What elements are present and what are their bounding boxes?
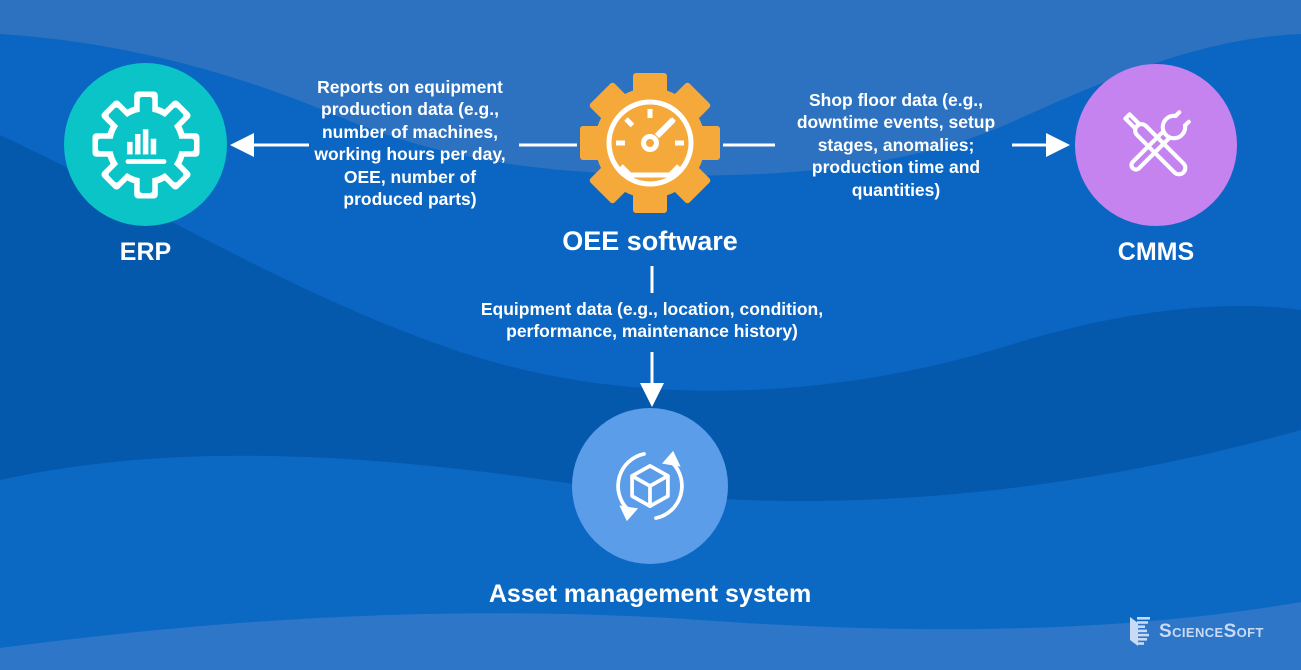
brand-logo: ScienceSoft <box>1128 616 1264 647</box>
erp-circle <box>64 63 227 226</box>
edge-label-oee-to-erp: Reports on equipment production data (e.… <box>314 77 506 209</box>
node-asset: Asset management system <box>450 408 850 609</box>
sciencesoft-logo-icon <box>1130 617 1150 646</box>
cmms-circle <box>1075 64 1237 226</box>
gear-analytics-icon <box>92 91 199 198</box>
cmms-label: CMMS <box>1117 238 1195 266</box>
cube-sync-icon <box>616 450 684 522</box>
oee-label: OEE software <box>562 226 738 256</box>
edge-label-oee-to-cmms: Shop floor data (e.g., downtime events, … <box>796 90 996 200</box>
gauge-gear-icon <box>580 73 720 213</box>
asset-circle <box>572 408 728 564</box>
node-oee: OEE software <box>500 64 800 257</box>
node-cmms: CMMS <box>1075 64 1237 267</box>
wrench-screwdriver-icon <box>1123 110 1191 177</box>
erp-label: ERP <box>119 238 172 266</box>
edge-label-oee-to-asset: Equipment data (e.g., location, conditio… <box>480 299 824 342</box>
node-erp: ERP <box>64 63 227 267</box>
brand-logo-text: ScienceSoft <box>1159 620 1264 642</box>
asset-label: Asset management system <box>488 580 812 608</box>
